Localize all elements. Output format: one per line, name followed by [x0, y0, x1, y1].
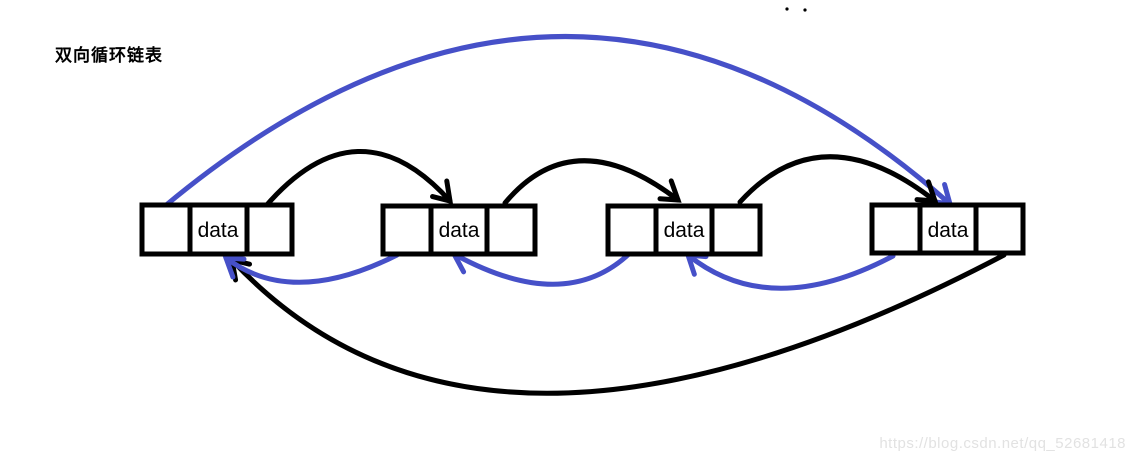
next-arrow-node3-to-node4	[737, 154, 939, 205]
next-arrow-node1-to-node2	[262, 149, 454, 210]
circular-arrow-node1-to-node4	[162, 34, 954, 209]
prev-arrow-node3-to-node2	[449, 249, 633, 287]
next-arrow-node2-to-node3	[502, 158, 682, 206]
prev-arrow-node4-to-node3	[684, 252, 896, 291]
node3-data-label: data	[664, 219, 705, 242]
list-node-1: data	[139, 202, 295, 257]
list-node-4: data	[869, 202, 1026, 256]
node2-box	[380, 203, 538, 257]
stray-dot-2	[803, 8, 807, 12]
node4-box	[869, 202, 1026, 256]
node3-box	[605, 203, 763, 257]
list-node-3: data	[605, 203, 763, 257]
node2-data-label: data	[439, 219, 480, 242]
diagram-title: 双向循环链表	[55, 46, 163, 65]
circular-arrow-node4-to-node1	[228, 252, 1007, 396]
watermark-text: https://blog.csdn.net/qq_52681418	[879, 435, 1126, 452]
node1-data-label: data	[198, 219, 239, 242]
node4-data-label: data	[928, 219, 969, 242]
prev-arrow-node2-to-node1	[222, 252, 400, 285]
node1-box	[139, 202, 295, 257]
stray-dot-1	[785, 7, 789, 11]
list-node-2: data	[380, 203, 538, 257]
